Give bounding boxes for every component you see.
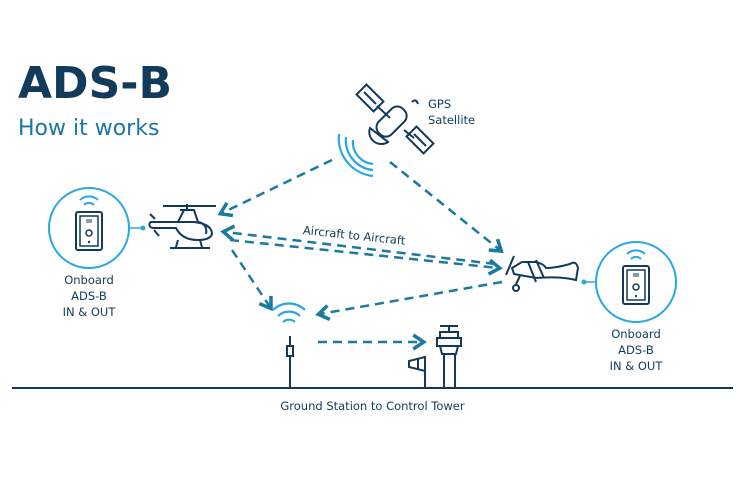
satellite-label: GPS Satellite bbox=[428, 96, 475, 128]
airplane-icon bbox=[505, 255, 580, 292]
link-airplane-helicopter bbox=[220, 224, 496, 266]
satellite-label-line2: Satellite bbox=[428, 113, 476, 127]
onboard-left-label: Onboard ADS-B IN & OUT bbox=[44, 272, 134, 320]
onboard-left-line1: Onboard bbox=[64, 273, 114, 287]
ground-to-tower-label: Ground Station to Control Tower bbox=[280, 399, 465, 413]
onboard-left-line2: ADS-B bbox=[71, 289, 107, 303]
onboard-device-left-icon bbox=[48, 187, 146, 269]
satellite-signal-icon bbox=[337, 133, 374, 178]
onboard-left-line3: IN & OUT bbox=[62, 305, 116, 319]
onboard-right-line2: ADS-B bbox=[618, 343, 654, 357]
link-helicopter-ground bbox=[230, 249, 273, 312]
helicopter-icon bbox=[148, 204, 216, 249]
satellite-icon bbox=[355, 83, 435, 155]
onboard-right-line3: IN & OUT bbox=[609, 359, 663, 373]
satellite-label-line1: GPS bbox=[428, 97, 452, 111]
windsock-icon bbox=[408, 355, 426, 388]
link-satellite-helicopter bbox=[217, 158, 333, 218]
ground-station-icon bbox=[272, 302, 306, 388]
onboard-device-right-icon bbox=[581, 241, 677, 323]
onboard-right-line1: Onboard bbox=[611, 327, 661, 341]
onboard-right-label: Onboard ADS-B IN & OUT bbox=[591, 326, 681, 374]
link-satellite-airplane bbox=[389, 161, 504, 254]
page-subtitle: How it works bbox=[18, 116, 160, 141]
control-tower-icon bbox=[436, 325, 462, 388]
link-airplane-ground bbox=[315, 280, 503, 321]
page-title: ADS-B bbox=[18, 58, 173, 109]
